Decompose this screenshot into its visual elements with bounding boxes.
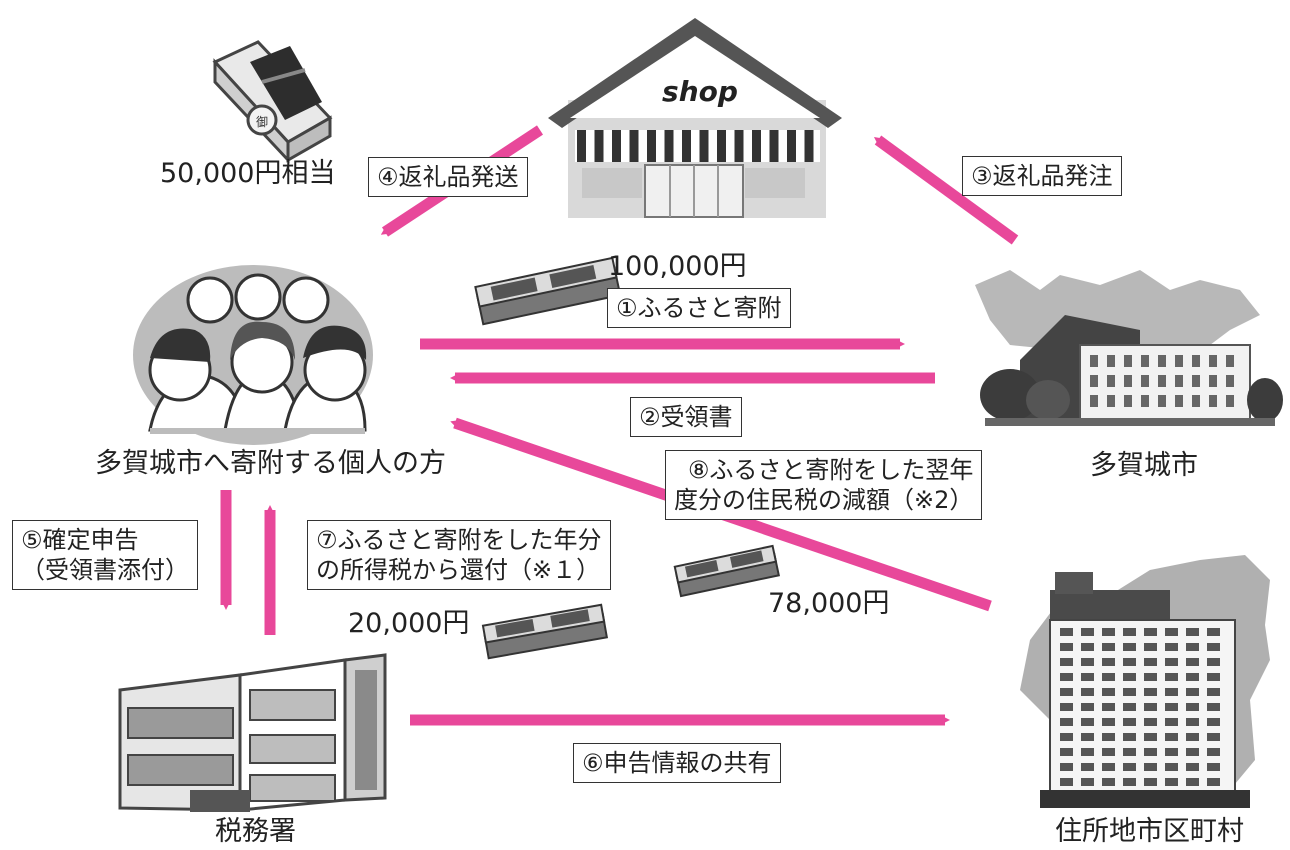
- step-1-box: ①ふるさと寄附: [607, 288, 791, 328]
- step-8-line-1: ⑧ふるさと寄附をした翌年: [687, 456, 974, 484]
- tax-office-icon: [118, 653, 387, 812]
- step-7-line-1: ⑦ふるさと寄附をした年分: [316, 526, 602, 554]
- gift-value-label: 50,000円相当: [160, 158, 336, 189]
- money-icon-donation: [474, 256, 622, 326]
- step-4-box: ④返礼品発送: [368, 157, 528, 197]
- shop-sign: shop: [662, 75, 738, 108]
- gift-box-icon: 御: [212, 40, 333, 164]
- money-icon-income-tax: [481, 603, 609, 660]
- step-5-line-2: （受領書添付）: [21, 556, 189, 584]
- step-3-box: ③返礼品発注: [962, 156, 1122, 196]
- step-7-line-2: の所得税から還付（※１）: [316, 556, 601, 584]
- step-5-box: ⑤確定申告 （受領書添付）: [12, 520, 198, 590]
- city-hall-icon: [975, 270, 1283, 426]
- step-8-box: ⑧ふるさと寄附をした翌年 度分の住民税の減額（※2）: [665, 450, 983, 520]
- income-tax-refund-amount: 20,000円: [348, 608, 470, 639]
- step-7-box: ⑦ふるさと寄附をした年分 の所得税から還付（※１）: [307, 520, 611, 590]
- step-5-line-1: ⑤確定申告: [21, 526, 139, 554]
- tax-office-label: 税務署: [215, 816, 296, 847]
- shop-icon: shop: [548, 18, 842, 218]
- step-8-line-2: 度分の住民税の減額（※2）: [674, 486, 974, 514]
- municipal-office-icon: [1020, 555, 1270, 808]
- city-label: 多賀城市: [1090, 450, 1198, 481]
- money-icon-resident-tax: [673, 544, 781, 598]
- family-icon: [133, 265, 373, 445]
- donation-amount: 100,000円: [608, 251, 747, 282]
- step-2-box: ②受領書: [630, 397, 742, 437]
- individuals-label: 多賀城市へ寄附する個人の方: [95, 448, 446, 479]
- step-6-box: ⑥申告情報の共有: [573, 743, 781, 783]
- municipality-label: 住所地市区町村: [1055, 816, 1244, 847]
- svg-text:御: 御: [256, 114, 268, 129]
- arrow-s3-gift-order: [873, 135, 1019, 245]
- resident-tax-amount: 78,000円: [768, 588, 890, 619]
